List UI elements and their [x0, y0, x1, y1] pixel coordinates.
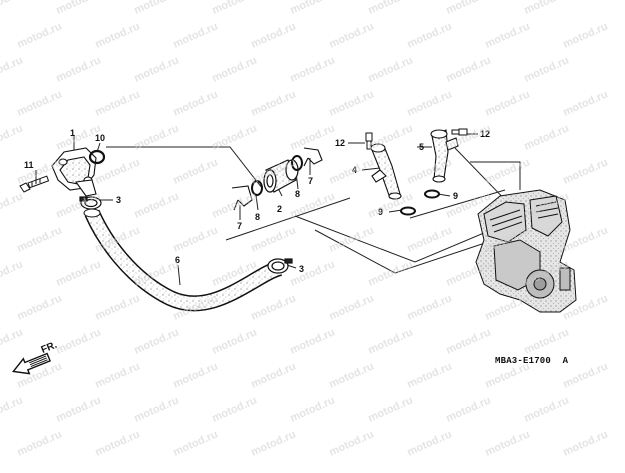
water-pipe-part-4 — [370, 143, 402, 200]
callout-1: 1 — [70, 128, 75, 138]
leader-line — [106, 146, 263, 189]
drawing-revision: A — [562, 356, 569, 366]
callout-9-right: 9 — [453, 191, 458, 201]
bolt-part-12-right — [451, 128, 468, 136]
o-ring-part-8-right — [291, 155, 303, 171]
engine-block — [475, 189, 577, 313]
hose-clamp-part-3-top — [79, 196, 102, 210]
callout-12-left: 12 — [335, 138, 345, 148]
bolt-part-12-left — [365, 132, 373, 150]
leader-line — [177, 264, 181, 286]
callout-8-left: 8 — [255, 212, 260, 222]
front-direction-arrow-icon: FR. — [12, 340, 59, 375]
leader-line — [470, 161, 521, 190]
callout-11: 11 — [24, 160, 34, 170]
leader-line — [409, 189, 506, 219]
leader-line — [225, 197, 351, 241]
drawing-code-number: MBA3-E1700 — [495, 356, 552, 366]
callout-2: 2 — [277, 204, 282, 214]
leader-line — [294, 215, 511, 263]
callout-10: 10 — [95, 133, 105, 143]
leader-line — [314, 229, 501, 274]
callout-labels: 1 2 3 3 4 5 6 7 7 8 8 9 9 10 11 12 12 — [24, 128, 490, 274]
callout-8-right: 8 — [295, 189, 300, 199]
callout-7-left: 7 — [237, 221, 242, 231]
callout-5: 5 — [419, 142, 424, 152]
callout-4: 4 — [352, 165, 357, 175]
leader-line — [437, 193, 451, 197]
leader-line — [388, 209, 403, 213]
callout-3-top: 3 — [116, 195, 121, 205]
o-ring-part-8-left — [251, 180, 263, 196]
water-pipe-part-5 — [430, 129, 459, 183]
leader-line — [255, 194, 259, 211]
callout-3-bottom: 3 — [299, 264, 304, 274]
drawing-code: MBA3-E1700 A — [495, 356, 568, 366]
outlet-joint-part-1 — [51, 147, 97, 197]
o-ring-part-9-right — [424, 189, 440, 199]
hose-clamp-part-3-bottom — [267, 258, 293, 274]
callout-9-left: 9 — [378, 207, 383, 217]
clip-part-7-left — [231, 185, 253, 211]
o-ring-part-10 — [88, 149, 106, 165]
leader-lines — [35, 133, 521, 286]
water-hose-part-6 — [83, 208, 283, 312]
callout-6: 6 — [175, 255, 180, 265]
leader-line — [361, 167, 381, 171]
o-ring-part-9-left — [400, 206, 416, 216]
callout-7-right: 7 — [308, 176, 313, 186]
direction-label: FR. — [40, 340, 59, 356]
clip-part-7-right — [303, 147, 323, 167]
callout-12-right: 12 — [480, 129, 490, 139]
bolt-part-11 — [19, 175, 50, 193]
